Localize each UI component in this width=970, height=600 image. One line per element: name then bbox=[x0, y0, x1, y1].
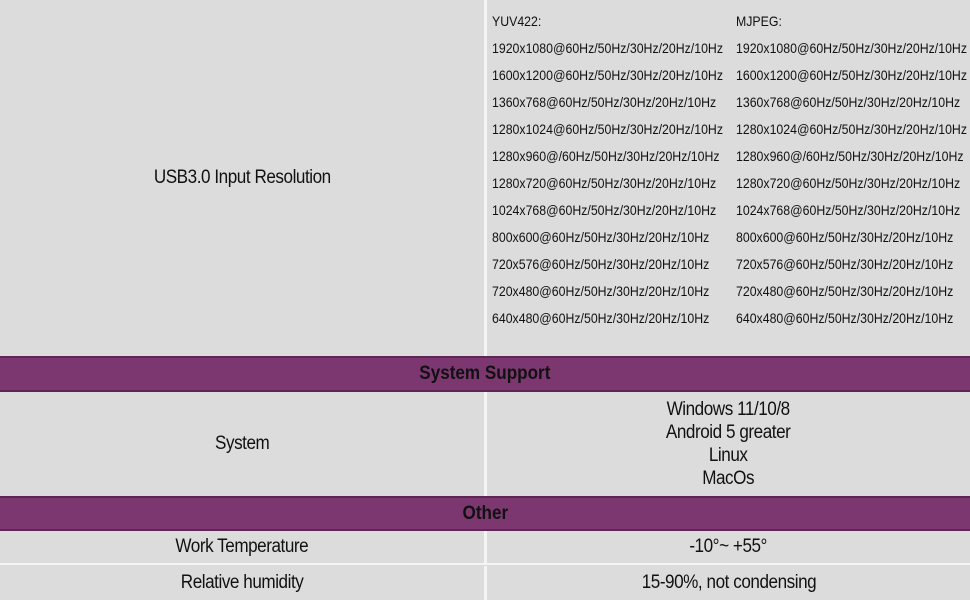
os-item: MacOs bbox=[702, 468, 755, 489]
input-resolution-label-cell: USB3.0 Input Resolution bbox=[0, 0, 484, 356]
relative-humidity-row: Relative humidity 15-90%, not condensing bbox=[0, 566, 970, 600]
input-resolution-row: USB3.0 Input Resolution YUV422: 1920x108… bbox=[0, 0, 970, 356]
os-item: Linux bbox=[709, 445, 748, 466]
mjpeg-item: 1360x768@60Hz/50Hz/30Hz/20Hz/10Hz bbox=[736, 94, 961, 110]
work-temperature-value-cell: -10°~ +55° bbox=[487, 531, 970, 563]
yuv422-list: YUV422: 1920x1080@60Hz/50Hz/30Hz/20Hz/10… bbox=[492, 10, 723, 334]
column-divider bbox=[484, 0, 487, 356]
system-support-heading-band: System Support bbox=[0, 356, 970, 392]
column-divider bbox=[484, 392, 487, 496]
mjpeg-title: MJPEG: bbox=[736, 13, 782, 29]
mjpeg-item: 1024x768@60Hz/50Hz/30Hz/20Hz/10Hz bbox=[736, 202, 961, 218]
yuv422-item: 1360x768@60Hz/50Hz/30Hz/20Hz/10Hz bbox=[492, 94, 717, 110]
os-item: Android 5 greater bbox=[666, 422, 791, 443]
mjpeg-item: 1600x1200@60Hz/50Hz/30Hz/20Hz/10Hz bbox=[736, 67, 967, 83]
mjpeg-item: 720x576@60Hz/50Hz/30Hz/20Hz/10Hz bbox=[736, 256, 954, 272]
yuv422-item: 1600x1200@60Hz/50Hz/30Hz/20Hz/10Hz bbox=[492, 67, 723, 83]
os-item: Windows 11/10/8 bbox=[666, 399, 791, 420]
yuv422-item: 1280x720@60Hz/50Hz/30Hz/20Hz/10Hz bbox=[492, 175, 717, 191]
column-divider bbox=[484, 531, 487, 563]
relative-humidity-value: 15-90%, not condensing bbox=[641, 572, 816, 593]
mjpeg-item: 640x480@60Hz/50Hz/30Hz/20Hz/10Hz bbox=[736, 310, 954, 326]
mjpeg-item: 1280x1024@60Hz/50Hz/30Hz/20Hz/10Hz bbox=[736, 121, 967, 137]
yuv422-item: 640x480@60Hz/50Hz/30Hz/20Hz/10Hz bbox=[492, 310, 710, 326]
mjpeg-list: MJPEG: 1920x1080@60Hz/50Hz/30Hz/20Hz/10H… bbox=[736, 10, 967, 334]
relative-humidity-label: Relative humidity bbox=[180, 572, 304, 593]
yuv422-item: 1024x768@60Hz/50Hz/30Hz/20Hz/10Hz bbox=[492, 202, 717, 218]
yuv422-item: 1920x1080@60Hz/50Hz/30Hz/20Hz/10Hz bbox=[492, 40, 723, 56]
yuv422-item: 720x480@60Hz/50Hz/30Hz/20Hz/10Hz bbox=[492, 283, 710, 299]
other-heading: Other bbox=[462, 502, 508, 524]
system-row: System Windows 11/10/8 Android 5 greater… bbox=[0, 392, 970, 496]
yuv422-item: 800x600@60Hz/50Hz/30Hz/20Hz/10Hz bbox=[492, 229, 710, 245]
mjpeg-item: 800x600@60Hz/50Hz/30Hz/20Hz/10Hz bbox=[736, 229, 954, 245]
mjpeg-item: 1280x720@60Hz/50Hz/30Hz/20Hz/10Hz bbox=[736, 175, 961, 191]
system-support-heading: System Support bbox=[419, 363, 551, 384]
system-values-cell: Windows 11/10/8 Android 5 greater Linux … bbox=[487, 392, 970, 496]
work-temperature-row: Work Temperature -10°~ +55° bbox=[0, 531, 970, 565]
mjpeg-item: 1920x1080@60Hz/50Hz/30Hz/20Hz/10Hz bbox=[736, 40, 967, 56]
work-temperature-label: Work Temperature bbox=[175, 536, 309, 557]
yuv422-item: 1280x1024@60Hz/50Hz/30Hz/20Hz/10Hz bbox=[492, 121, 723, 137]
other-heading-band: Other bbox=[0, 496, 970, 531]
column-divider bbox=[484, 566, 487, 600]
mjpeg-item: 720x480@60Hz/50Hz/30Hz/20Hz/10Hz bbox=[736, 283, 954, 299]
yuv422-item: 720x576@60Hz/50Hz/30Hz/20Hz/10Hz bbox=[492, 256, 710, 272]
system-label-cell: System bbox=[0, 392, 484, 496]
system-label: System bbox=[214, 433, 270, 454]
yuv422-item: 1280x960@/60Hz/50Hz/30Hz/20Hz/10Hz bbox=[492, 148, 720, 164]
os-list: Windows 11/10/8 Android 5 greater Linux … bbox=[666, 398, 791, 490]
work-temperature-label-cell: Work Temperature bbox=[0, 531, 484, 563]
work-temperature-value: -10°~ +55° bbox=[689, 536, 768, 557]
yuv422-title: YUV422: bbox=[492, 13, 542, 29]
mjpeg-item: 1280x960@/60Hz/50Hz/30Hz/20Hz/10Hz bbox=[736, 148, 964, 164]
input-resolution-values-cell: YUV422: 1920x1080@60Hz/50Hz/30Hz/20Hz/10… bbox=[487, 0, 970, 356]
relative-humidity-value-cell: 15-90%, not condensing bbox=[487, 566, 970, 600]
input-resolution-label: USB3.0 Input Resolution bbox=[153, 167, 331, 188]
relative-humidity-label-cell: Relative humidity bbox=[0, 566, 484, 600]
